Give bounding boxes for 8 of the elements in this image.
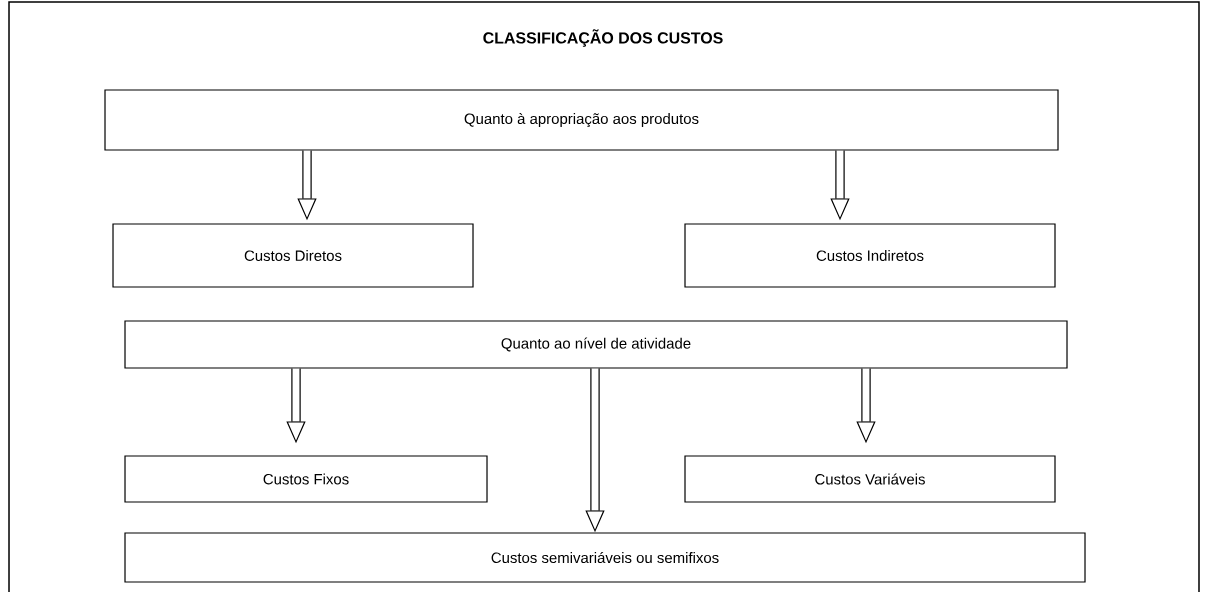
category-box: Custos Indiretos [684,223,1056,288]
category-box: Quanto à apropriação aos produtos [104,89,1059,151]
category-box: Custos Fixos [124,455,488,503]
category-box: Quanto ao nível de atividade [124,320,1068,369]
category-box: Custos semivariáveis ou semifixos [124,532,1086,583]
title: CLASSIFICAÇÃO DOS CUSTOS [483,29,723,47]
category-box: Custos Diretos [112,223,474,288]
category-box: Custos Variáveis [684,455,1056,503]
